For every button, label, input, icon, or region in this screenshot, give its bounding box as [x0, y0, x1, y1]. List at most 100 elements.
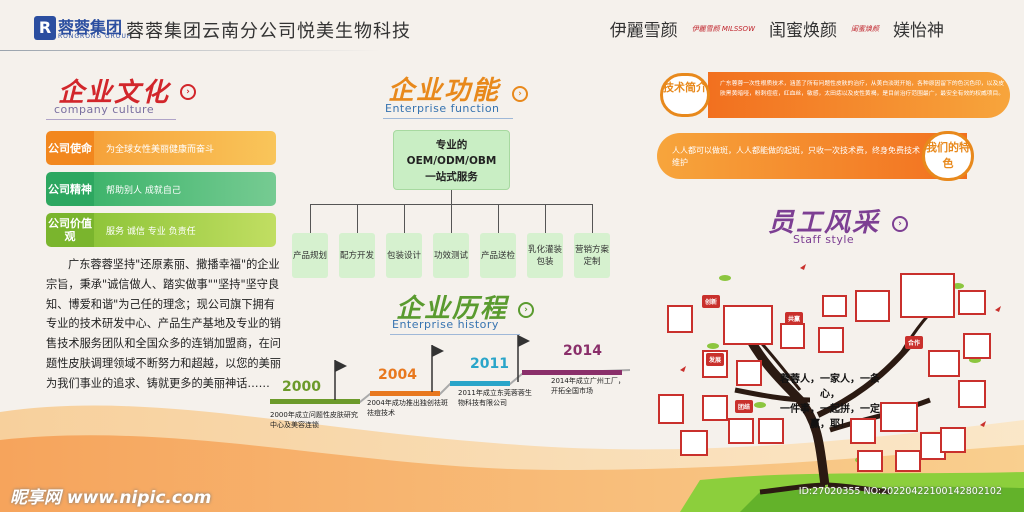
staff-photo-frame	[900, 273, 955, 318]
brand-name: 伊麗雪颜	[609, 21, 678, 41]
history-divider	[390, 334, 520, 335]
brand-list: 伊麗雪颜 伊麗雪颜 MILSSOW 闺蜜焕颜 闺蜜焕颜 媄怡神	[610, 16, 944, 41]
staff-photo-frame	[702, 395, 728, 421]
arrow-right-icon: ›	[180, 84, 196, 100]
culture-tag: 公司精神	[46, 172, 94, 206]
staff-photo-frame	[963, 333, 991, 359]
connector-line	[592, 204, 593, 233]
culture-text: 帮助别人 成就自己	[94, 172, 276, 206]
history-title: 企业历程	[396, 294, 509, 324]
brand-logo: 闺蜜焕颜	[851, 24, 879, 33]
arrow-right-icon: ›	[512, 86, 528, 102]
history-year: 2011	[470, 356, 509, 372]
staff-title: 员工风采	[768, 208, 881, 238]
culture-row-spirit: 公司精神 帮助别人 成就自己	[46, 172, 276, 206]
staff-subtitle: Staff style	[793, 233, 855, 246]
oem-service-box: 专业的 OEM/ODM/OBM 一站式服务	[393, 130, 510, 190]
staff-photo-frame	[940, 427, 966, 453]
culture-tag: 公司价值观	[46, 213, 94, 247]
history-year: 2000	[282, 379, 321, 395]
feature-bar	[657, 133, 967, 179]
oem-line: 一站式服务	[425, 171, 478, 183]
function-box: 配方开发	[339, 233, 375, 278]
function-subtitle: Enterprise function	[385, 102, 500, 115]
staff-photo-frame	[818, 327, 844, 353]
staff-photo-frame	[958, 290, 986, 315]
staff-label: 团结	[735, 400, 754, 413]
staff-photo-frame	[758, 418, 784, 444]
staff-slogan: 蓉蓉人，一家人，一条心， 一件事，一起拼，一定赢，耶！	[775, 372, 885, 432]
staff-photo-frame	[895, 450, 921, 472]
watermark-left: 昵享网 www.nipic.com	[10, 488, 212, 508]
culture-text: 为全球女性美丽健康而奋斗	[94, 131, 276, 165]
watermark-right: ID:27020355 NO:20220422100142802102	[798, 486, 1002, 497]
history-desc: 2011年成立东莞蓉蓉生物科技有限公司	[458, 389, 532, 407]
tech-intro-tag: 技术简介	[660, 73, 710, 117]
connector-line	[357, 204, 358, 233]
brand-name: 闺蜜焕颜	[769, 21, 837, 41]
history-year: 2004	[378, 367, 417, 383]
staff-photo-frame	[857, 450, 883, 472]
history-desc: 2000年成立问题性皮肤研究中心及美容连锁	[270, 411, 358, 429]
function-box: 功效测试	[433, 233, 469, 278]
function-box: 营销方案定制	[574, 233, 610, 278]
history-subtitle: Enterprise history	[392, 318, 499, 331]
oem-line: OEM/ODM/OBM	[406, 155, 497, 167]
history-year: 2014	[563, 343, 602, 359]
culture-subtitle: company culture	[54, 103, 155, 116]
logo-icon: R	[34, 16, 56, 40]
history-desc: 2014年成立广州工厂，开拓全国市场	[551, 377, 625, 395]
logo-subtitle: RONGRONG GROUP	[58, 33, 132, 40]
staff-photo-frame	[855, 290, 890, 322]
staff-photo-frame	[880, 402, 918, 432]
function-divider	[383, 118, 513, 119]
staff-photo-frame	[723, 305, 773, 345]
staff-photo-frame	[822, 295, 847, 317]
culture-divider	[46, 119, 176, 120]
connector-line	[451, 190, 452, 204]
function-box: 乳化灌装包装	[527, 233, 563, 278]
oem-line: 专业的	[435, 139, 468, 151]
function-title: 企业功能	[388, 76, 501, 106]
arrow-right-icon: ›	[518, 302, 534, 318]
staff-photo-frame	[736, 360, 762, 386]
staff-photo-frame	[958, 380, 986, 408]
connector-line	[498, 204, 499, 233]
culture-text: 服务 诚信 专业 负责任	[94, 213, 276, 247]
history-desc: 2004年成功推出独创祛斑祛痘技术	[367, 399, 448, 417]
function-box: 包装设计	[386, 233, 422, 278]
culture-title: 企业文化	[58, 78, 171, 108]
staff-photo-frame	[680, 430, 708, 456]
feature-tag: 我们的特色	[922, 131, 974, 181]
staff-label: 共赢	[785, 312, 804, 325]
slogan-line: 蓉蓉人，一家人，一条心，	[780, 374, 880, 400]
staff-label: 合作	[905, 336, 924, 349]
connector-line	[310, 204, 311, 233]
function-box: 产品规划	[292, 233, 328, 278]
slogan-line: 一件事，一起拼，一定赢，耶！	[780, 404, 880, 430]
culture-row-values: 公司价值观 服务 诚信 专业 负责任	[46, 213, 276, 247]
history-timeline	[270, 335, 631, 404]
staff-photo-frame	[728, 418, 754, 444]
feature-text: 人人都可以做斑，人人都能做的起斑，只收一次技术费，终身免费技术维护	[672, 146, 920, 167]
culture-row-mission: 公司使命 为全球女性美丽健康而奋斗	[46, 131, 276, 165]
arrow-right-icon: ›	[892, 216, 908, 232]
culture-tag: 公司使命	[46, 131, 94, 165]
culture-paragraph: 广东蓉蓉坚持"还原素丽、撒播幸福"的企业宗旨，秉承"诚信做人、踏实做事""坚持"…	[46, 258, 281, 390]
connector-line	[404, 204, 405, 233]
staff-photo-frame	[850, 418, 876, 444]
staff-label: 发展	[706, 353, 725, 366]
logo-name: 蓉蓉集团	[58, 18, 123, 37]
staff-label: 创新	[702, 295, 721, 308]
brand-logo: 伊麗雪颜 MILSSOW	[691, 24, 755, 33]
tech-intro-bar	[708, 72, 1010, 118]
tech-intro-text: 广东蓉蓉一次性根质技术，涵盖了所有问题性皮肤的治疗，从美白淡斑开始，各种原因留下…	[720, 81, 1005, 97]
staff-tree	[680, 264, 1001, 495]
brand-name: 媄怡神	[893, 21, 944, 41]
staff-photo-frame	[658, 394, 684, 424]
connector-line	[545, 204, 546, 233]
company-name: 蓉蓉集团云南分公司悦美生物科技	[126, 21, 411, 42]
function-box: 产品送检	[480, 233, 516, 278]
staff-photo-frame	[667, 305, 693, 333]
staff-photo-frame	[780, 323, 805, 349]
